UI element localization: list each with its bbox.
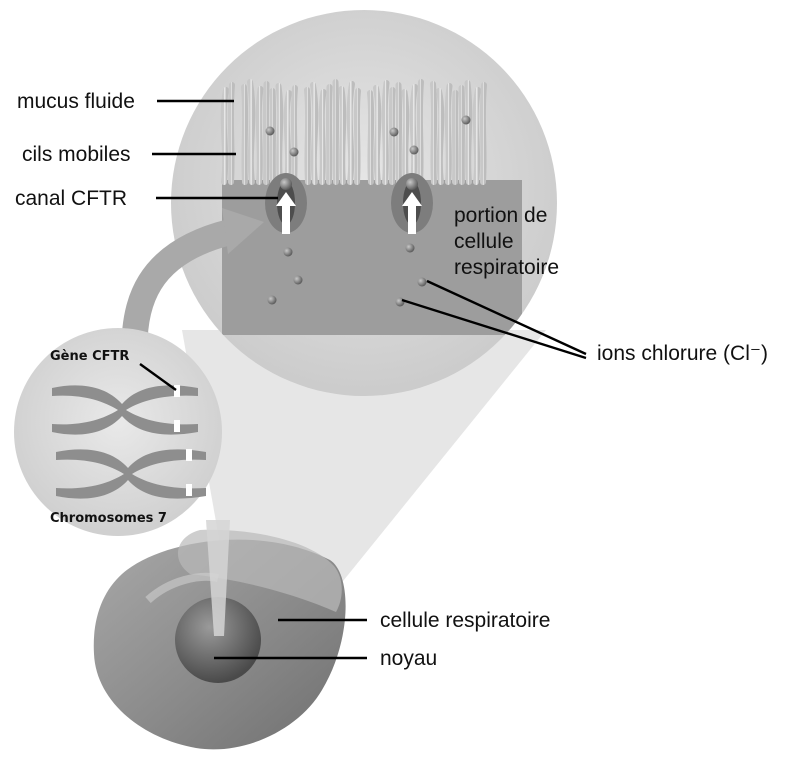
cilium [385,83,387,182]
cilium [462,88,463,182]
label-portion-2: cellule [454,230,514,253]
label-chromosomes: Chromosomes 7 [50,511,167,526]
cilium [476,90,478,182]
cilium [273,91,274,182]
chloride-ion [266,127,275,136]
cilia [224,82,490,182]
chloride-ion [294,276,303,285]
cilium [322,92,324,182]
chloride-ion [406,244,415,253]
cilium [259,89,261,182]
cilium [231,85,232,182]
cilium [405,92,407,182]
label-cellule: cellule respiratoire [380,609,550,632]
label-mucus: mucus fluide [17,90,135,113]
chloride-ion [290,148,299,157]
cilium [376,88,378,182]
cilium [483,85,484,182]
label-noyau: noyau [380,647,437,670]
cilium [433,84,434,182]
chloride-ion [284,248,293,257]
cilium [357,91,358,182]
label-cils: cils mobiles [22,143,131,166]
cilium [294,88,295,182]
chloride-ion [418,278,427,287]
cilium [313,85,315,182]
cilium [329,87,330,182]
cilium [287,93,289,182]
chloride-ion [268,296,277,305]
cilium [420,82,421,182]
cilium [468,83,470,182]
cilium [413,87,415,182]
chloride-ion [390,128,399,137]
label-gene: Gène CFTR [50,349,129,364]
cilium [399,85,400,182]
cilium [439,91,441,182]
cilium [350,84,352,182]
cilium [307,90,308,182]
cilium [279,86,281,182]
chloride-ion [410,146,419,155]
label-portion-1: portion de [454,204,547,227]
cilium [448,86,450,182]
cilium [250,82,252,182]
chloride-ion [462,116,471,125]
cilium [455,93,456,182]
cilium [342,89,344,182]
cilium [370,93,371,182]
cilium [224,90,226,182]
label-canal: canal CFTR [15,187,127,210]
label-ions: ions chlorure (Cl⁻) [597,342,768,365]
label-portion-3: respiratoire [454,256,559,279]
chloride-ion [396,298,405,307]
cilium [336,82,337,182]
cilium [244,87,245,182]
